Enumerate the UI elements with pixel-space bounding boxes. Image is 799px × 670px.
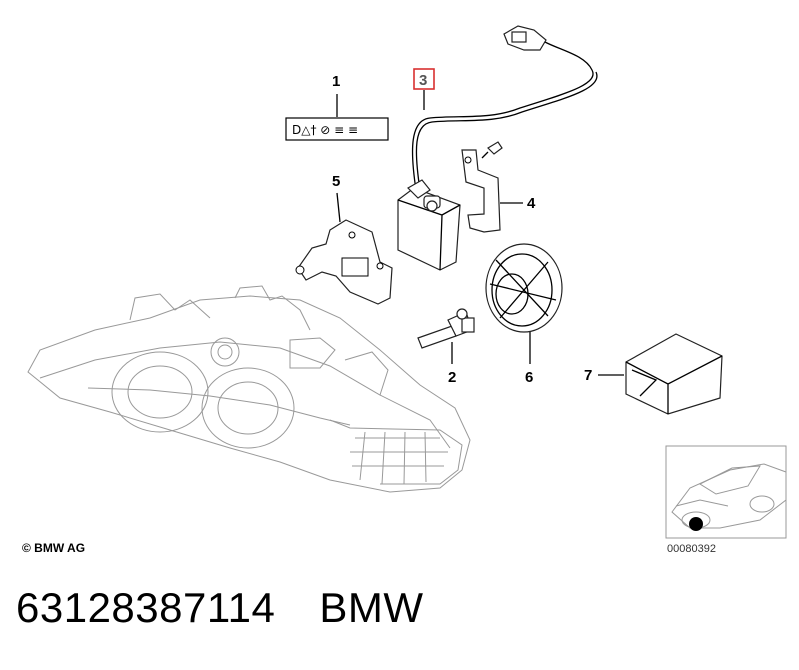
callout-7: 7 — [584, 367, 592, 384]
bracket-part — [461, 141, 503, 233]
xenon-bulb-part — [417, 308, 475, 349]
part-footer: 63128387114 BMW — [16, 584, 467, 632]
mounting-bracket-part — [295, 219, 393, 305]
warning-label-symbols: D△† ⊘ ≡ ≡ — [292, 123, 358, 137]
vehicle-location-thumbnail — [665, 445, 787, 539]
part-number: 63128387114 — [16, 584, 276, 631]
brand-name: BMW — [319, 584, 424, 631]
callout-1: 1 — [332, 73, 340, 90]
packaging-box-part — [625, 333, 723, 415]
callout-6: 6 — [525, 369, 533, 386]
highlight-box — [413, 68, 435, 90]
callout-4: 4 — [527, 195, 536, 212]
callout-5: 5 — [332, 173, 340, 190]
warning-label-part: D△† ⊘ ≡ ≡ — [285, 117, 389, 141]
location-marker-icon — [689, 517, 703, 531]
copyright-text: © BMW AG — [22, 541, 85, 555]
cover-cap-part — [485, 243, 563, 333]
control-unit-part — [397, 25, 598, 271]
callout-3: 3 — [419, 72, 427, 89]
thumbnail-ref-number: 00080392 — [667, 543, 716, 555]
callout-2: 2 — [448, 369, 456, 386]
headlight-housing-outline — [27, 285, 471, 493]
